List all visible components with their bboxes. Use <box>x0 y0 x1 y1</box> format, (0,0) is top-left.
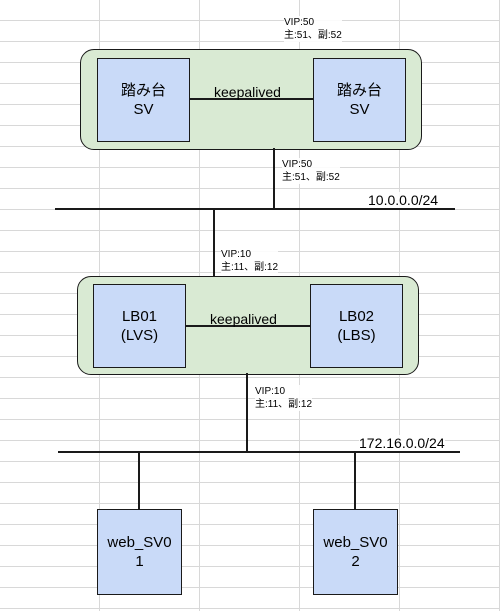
primary-secondary-address: 主:51、副:52 <box>284 30 342 41</box>
vip-address: VIP:50 <box>282 159 313 170</box>
load-balancer-secondary: LB02 (LBS) <box>310 284 403 368</box>
web-server-2: web_SV0 2 <box>313 509 398 595</box>
bastion-server-primary: 踏み台 SV <box>97 58 190 142</box>
vip-address: VIP:10 <box>221 249 252 260</box>
network-bus-10 <box>55 208 455 210</box>
network-label-10: 10.0.0.0/24 <box>368 192 439 208</box>
downlink-to-lb <box>213 209 215 277</box>
vip-label-tier2-top: VIP:10 主:11、副:12 <box>221 248 279 274</box>
network-bus-172 <box>58 451 460 453</box>
primary-secondary-address: 主:11、副:12 <box>221 262 279 273</box>
keepalived-label-tier2: keepalived <box>210 311 277 327</box>
drop-to-web-1 <box>138 452 140 509</box>
uplink-tier1 <box>273 148 275 210</box>
network-label-172: 172.16.0.0/24 <box>359 435 445 451</box>
keepalived-link-tier1 <box>189 98 314 100</box>
primary-secondary-address: 主:11、副:12 <box>255 399 313 410</box>
keepalived-label-tier1: keepalived <box>214 84 281 100</box>
vip-label-tier1-top: VIP:50 主:51、副:52 <box>284 16 342 42</box>
uplink-tier2 <box>246 373 248 452</box>
bastion-server-secondary: 踏み台 SV <box>313 58 406 142</box>
vip-address: VIP:50 <box>284 17 315 28</box>
drop-to-web-2 <box>354 452 356 509</box>
load-balancer-primary: LB01 (LVS) <box>93 284 186 368</box>
vip-address: VIP:10 <box>255 386 286 397</box>
vip-label-tier1-bottom: VIP:50 主:51、副:52 <box>282 158 340 184</box>
primary-secondary-address: 主:51、副:52 <box>282 172 340 183</box>
web-server-1: web_SV0 1 <box>97 509 182 595</box>
vip-label-tier2-bottom: VIP:10 主:11、副:12 <box>255 385 313 411</box>
keepalived-link-tier2 <box>186 325 311 327</box>
